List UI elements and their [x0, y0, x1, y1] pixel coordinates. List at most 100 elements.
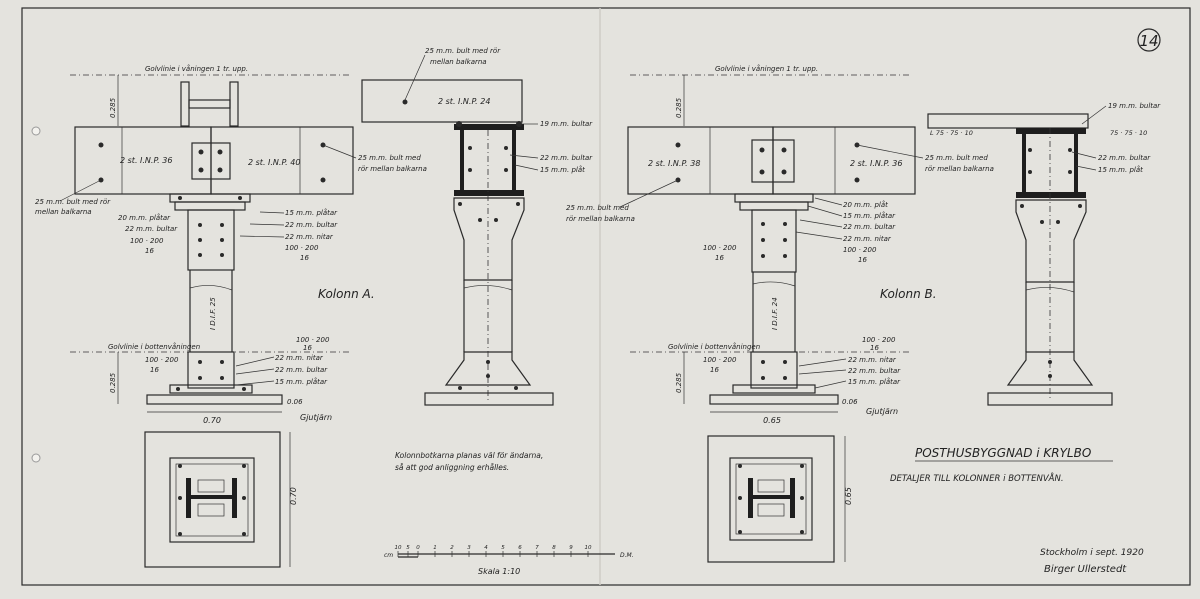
floor-line-upper-label: Golvlinie i våningen 1 tr. upp.: [715, 64, 818, 73]
callout: 16: [710, 366, 719, 374]
callout: rör mellan balkarna: [358, 165, 427, 173]
callout: 15 m.m. plåtar: [848, 377, 901, 386]
signature-date: Stockholm i sept. 1920: [1040, 548, 1144, 558]
construction-note: Kolonnbotkarna planas väl för ändarna, s…: [395, 451, 543, 472]
callout: 16: [150, 366, 159, 374]
callout: 22 m.m. bultar: [1098, 154, 1151, 162]
floor-line-upper-label: Golvlinie i våningen 1 tr. upp.: [145, 64, 248, 73]
callout: 100 · 200: [285, 244, 319, 252]
note-line-1: Kolonnbotkarna planas väl för ändarna,: [395, 451, 543, 460]
end-column-foot: [444, 351, 532, 386]
scale-tick-label: 6: [518, 545, 522, 551]
callout: 22 m.m. bultar: [125, 225, 178, 233]
callout: 16: [300, 254, 309, 262]
callout: 100 · 200: [843, 246, 877, 254]
callout: 16: [858, 256, 867, 264]
callout: 22 m.m. nitar: [848, 356, 897, 364]
callout: 100 · 200: [862, 336, 896, 344]
callout: mellan balkarna: [35, 208, 92, 216]
callout: 20 m.m. plåtar: [118, 213, 171, 222]
dim-bottom: 0.285: [109, 372, 117, 393]
callout: 15 m.m. plåtar: [275, 377, 328, 386]
scale-tick-label: 5: [406, 545, 410, 551]
scale-tick-label: 4: [484, 545, 488, 551]
scale-tick-label: 7: [535, 545, 539, 551]
callout: 25 m.m. bult med: [358, 154, 421, 162]
end-column-head: [453, 197, 525, 281]
callout: 25 m.m. bult med rör: [35, 198, 111, 206]
callout: 16: [303, 344, 312, 352]
callout: 22 m.m. bultar: [843, 223, 896, 231]
scale-tick-label: 1: [433, 545, 437, 551]
callout: 19 m.m. bultar: [1108, 102, 1161, 110]
base-width: 0.65: [763, 416, 781, 425]
callout: 25 m.m. bult med: [566, 204, 629, 212]
scale-tick-label: 10: [585, 545, 592, 551]
scale-tick-label: 2: [450, 545, 454, 551]
callout: L 75 · 75 · 10: [930, 129, 973, 137]
beam-right-label: 2 st. I.N.P. 36: [850, 159, 902, 168]
callout: 15 m.m. plåtar: [285, 208, 338, 217]
svg-text:14: 14: [1139, 32, 1158, 50]
callout: 16: [715, 254, 724, 262]
column-a-base: [146, 394, 283, 405]
column-b-profile: I D.I.F. 24: [771, 297, 779, 330]
beam-right-label: 2 st. I.N.P. 40: [248, 158, 300, 167]
title-block: POSTHUSBYGGNAD i KRYLBO DETALJER TILL KO…: [890, 446, 1144, 575]
end-base-plate: [424, 392, 554, 406]
end-beam: [361, 79, 523, 123]
column-a-top-plate: [187, 209, 235, 271]
end-beam-label: 2 st. I.N.P. 24: [438, 97, 490, 106]
column-b-plan: 0.65: [707, 435, 853, 563]
column-a-profile: I D.I.F. 25: [209, 297, 217, 330]
column-a-title: Kolonn A.: [318, 287, 375, 301]
callout: 16: [145, 247, 154, 255]
callout: 16: [870, 344, 879, 352]
callout: 75 · 75 · 10: [1110, 129, 1147, 137]
column-b-elevation: Golvlinie i våningen 1 tr. upp. Golvlini…: [566, 64, 994, 425]
column-b-title: Kolonn B.: [880, 287, 937, 301]
beam-right: [210, 126, 354, 195]
base-depth: 0.70: [289, 487, 298, 505]
callout: 100 · 200: [296, 336, 330, 344]
column-a-end-elevation: 2 st. I.N.P. 24 25 m.m. bult med rör mel…: [361, 47, 593, 406]
beam-left-label: 2 st. I.N.P. 38: [648, 159, 700, 168]
callout: 19 m.m. bultar: [540, 120, 593, 128]
column-a-elevation: Golvlinie i våningen 1 tr. upp. Golvlini…: [35, 64, 427, 425]
callout: 22 m.m. nitar: [285, 233, 334, 241]
scale-unit-left: cm: [384, 552, 393, 559]
callout: 25 m.m. bult med rör: [425, 47, 501, 55]
callout: 100 · 200: [145, 356, 179, 364]
callout: rör mellan balkarna: [925, 165, 994, 173]
dim-bottom: 0.285: [675, 372, 683, 393]
column-b-end-elevation: 19 m.m. bultar L 75 · 75 · 10 75 · 75 · …: [927, 102, 1161, 406]
scale-tick-label: 5: [501, 545, 505, 551]
callout: 100 · 200: [703, 244, 737, 252]
callout: 22 m.m. bultar: [848, 367, 901, 375]
signature-name: Birger Ullerstedt: [1044, 564, 1127, 575]
scale-tick-label: 8: [552, 545, 556, 551]
drawing-title: POSTHUSBYGGNAD i KRYLBO: [915, 446, 1091, 460]
callout: 25 m.m. bult med: [925, 154, 988, 162]
dim-top: 0.285: [675, 97, 683, 118]
callout: 15 m.m. plåtar: [843, 211, 896, 220]
callout: 100 · 200: [703, 356, 737, 364]
base-plan-outer: [144, 431, 281, 568]
callout: 15 m.m. plåt: [1098, 165, 1143, 174]
callout: 22 m.m. nitar: [843, 235, 892, 243]
punch-hole: [31, 126, 41, 136]
punch-hole: [31, 453, 41, 463]
scale-tick-label: 3: [467, 545, 471, 551]
cast-iron-label: Gjutjärn: [866, 407, 898, 416]
base-depth: 0.65: [844, 487, 853, 505]
scale-tick-label: 9: [569, 545, 573, 551]
scale-tick-label: 0: [416, 545, 420, 551]
drawing-subtitle: DETALJER TILL KOLONNER i BOTTENVÅN.: [890, 472, 1064, 484]
beam-left-label: 2 st. I.N.P. 36: [120, 156, 172, 165]
floor-line-lower-label: Golvlinie i bottenvåningen: [108, 342, 200, 351]
sheet-number: 14: [1137, 28, 1161, 52]
scale-label: Skala 1:10: [478, 567, 520, 576]
